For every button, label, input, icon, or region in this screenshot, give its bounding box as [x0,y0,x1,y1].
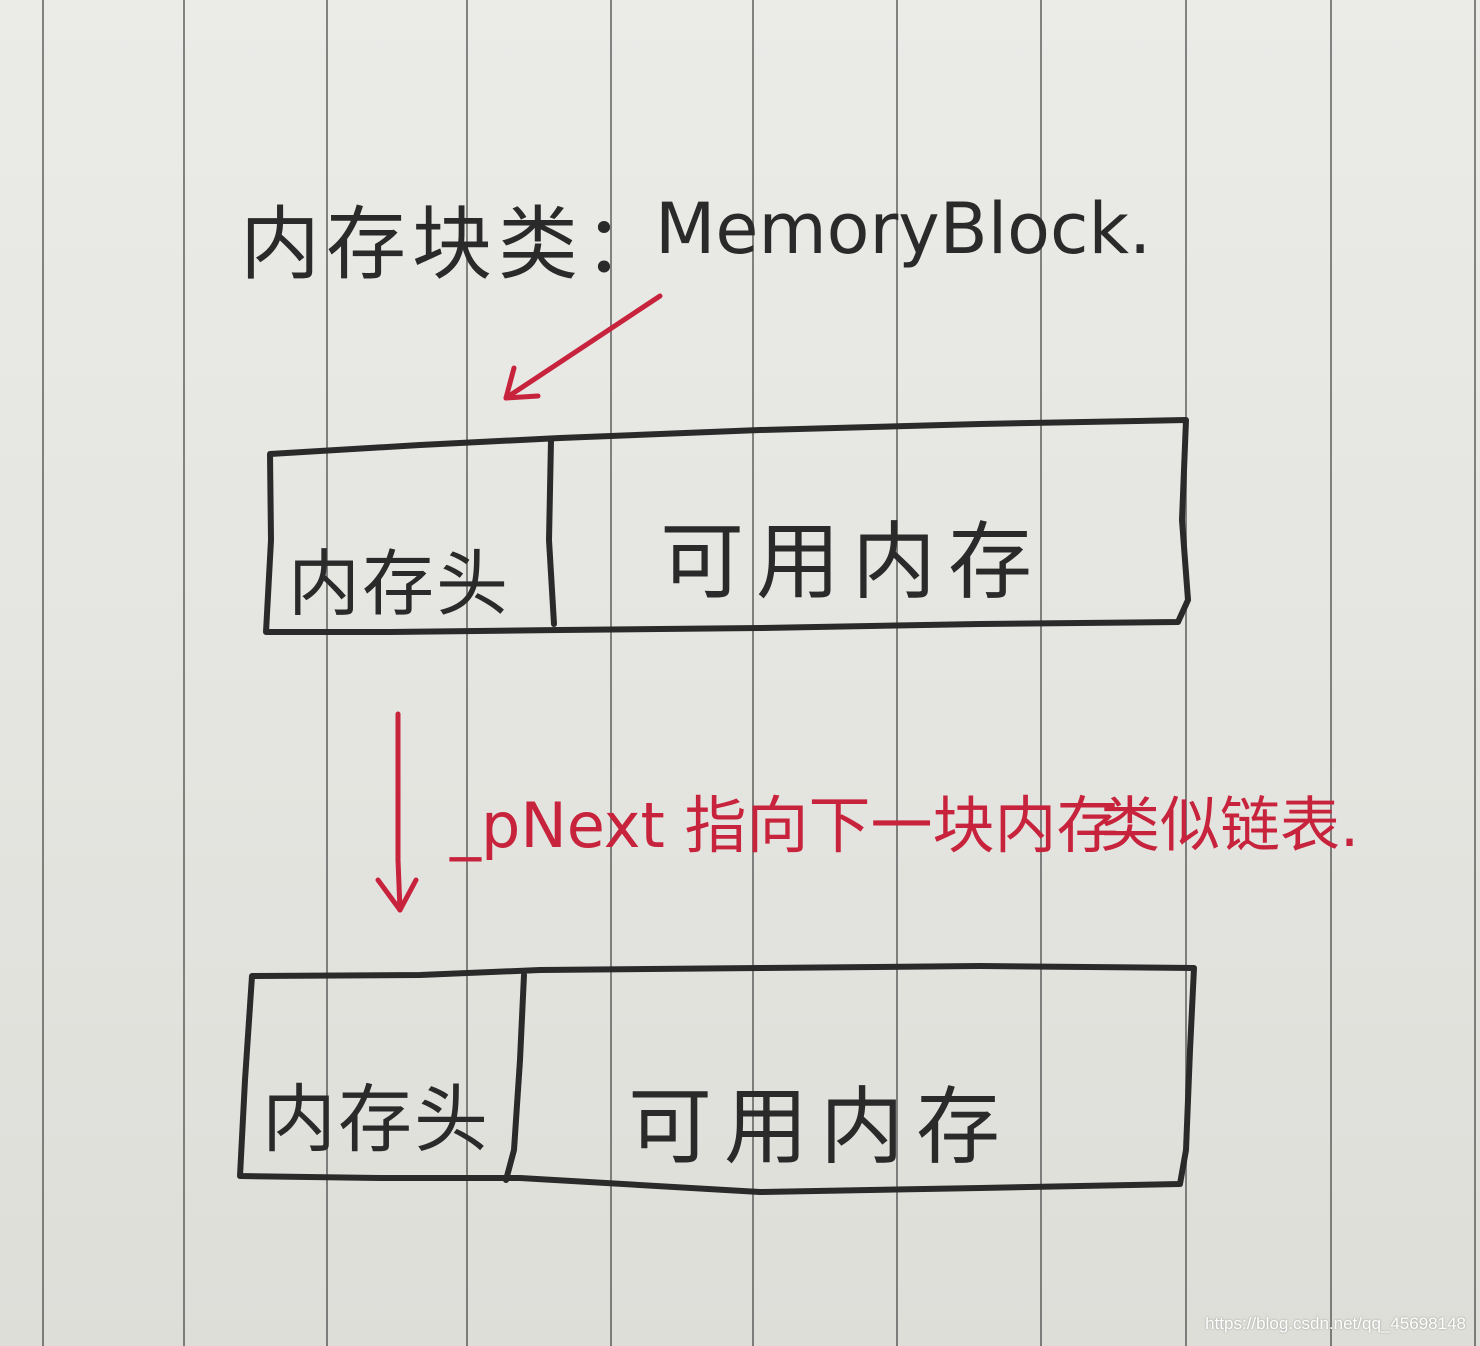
block-2-header-label: 内存头 [262,1077,490,1163]
ruled-line [610,0,612,1346]
class-name-label: MemoryBlock. [655,188,1152,270]
ruled-line [42,0,44,1346]
ruled-line [183,0,185,1346]
next-link-arrow [375,711,419,913]
block-1-header-label: 内存头 [288,542,511,626]
ruled-line [1330,0,1332,1346]
memory-block-1 [263,417,1191,635]
source-watermark: https://blog.csdn.net/qq_45698148 [1205,1314,1466,1333]
ruled-line [326,0,328,1346]
ruled-line [1040,0,1042,1346]
ruled-line [896,0,898,1346]
ruled-line [1474,0,1476,1346]
block-1-divider [546,437,557,627]
block-1-outline [263,417,1191,635]
title-label: 内存块类： [240,198,670,291]
ruled-line [752,0,754,1346]
pointer-arrow [503,293,663,401]
block-2-body-label: 可用内存 [628,1078,1013,1176]
block-1-body-label: 可用内存 [660,513,1045,611]
linked-list-note: 类似链表. [1100,791,1360,861]
ruled-line [1185,0,1187,1346]
pnext-note: _pNext 指向下一块内存 [450,789,1119,862]
memory-block-2 [237,963,1197,1195]
ruled-line [466,0,468,1346]
block-2-divider [503,972,527,1183]
block-2-outline [237,963,1197,1195]
